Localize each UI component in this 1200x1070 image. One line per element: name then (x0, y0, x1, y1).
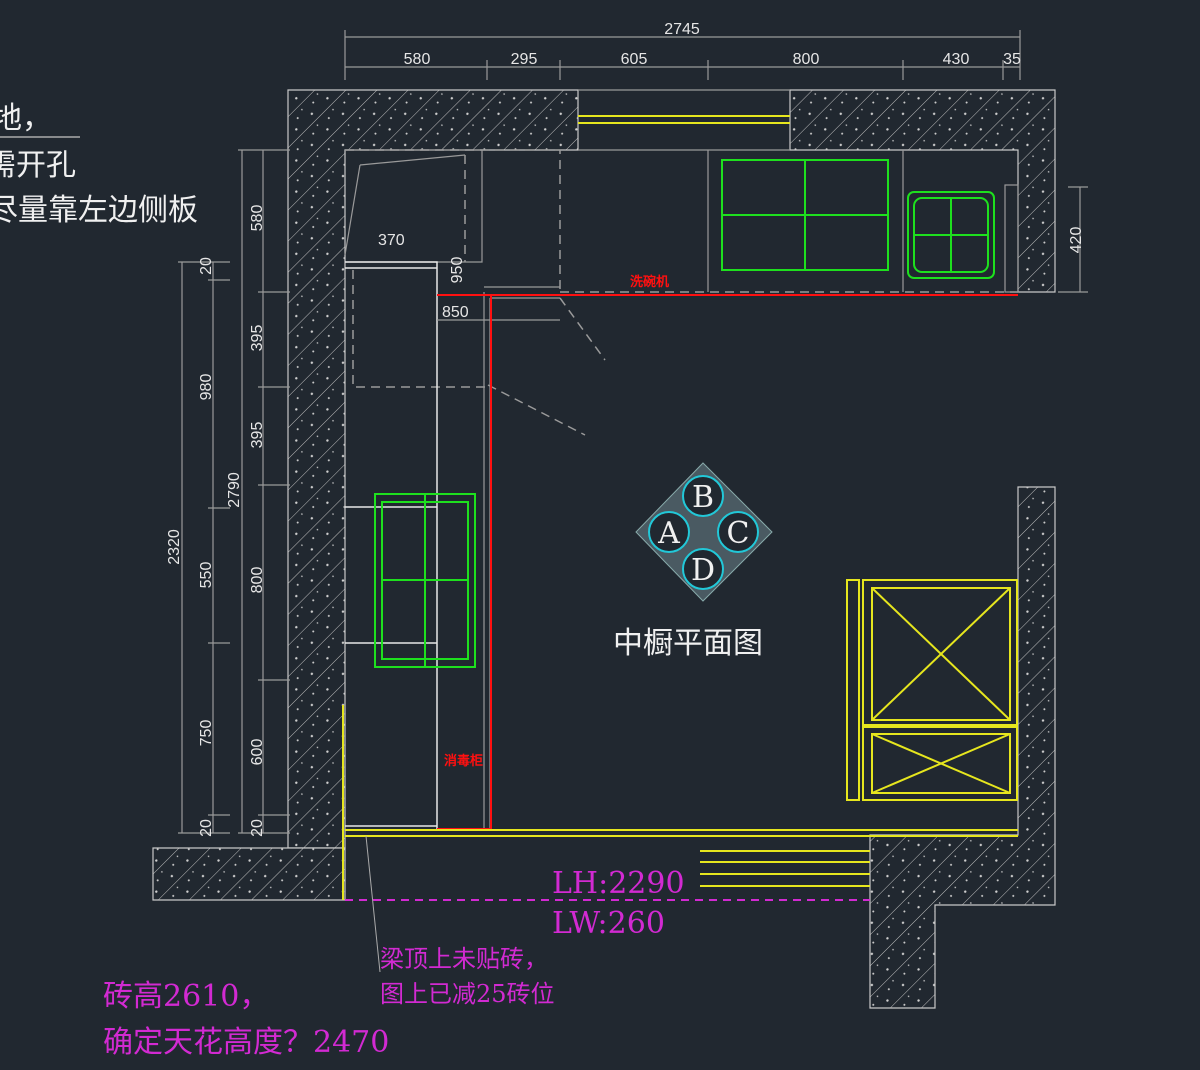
dim: 395 (249, 325, 266, 352)
dishwasher-label: 洗碗机 (630, 274, 669, 290)
left-dimensions: 580 395 395 800 600 20 2790 20 980 550 7… (166, 149, 290, 837)
dim: 20 (249, 819, 266, 837)
dim: 395 (249, 422, 266, 449)
dim: 605 (621, 51, 648, 68)
walls (152, 89, 1056, 1009)
drawing-title: 中橱平面图 (613, 626, 763, 661)
dim: 20 (198, 819, 215, 837)
tile-height-note: 砖高2610， (103, 979, 269, 1014)
dim: 800 (249, 567, 266, 594)
compass-b: B (692, 480, 714, 515)
dim: 950 (449, 257, 466, 284)
dim: 600 (249, 739, 266, 766)
note-line: 地， (0, 101, 52, 136)
dim: 550 (198, 562, 215, 589)
dim-total: 2745 (664, 21, 700, 38)
tall-cabinets (846, 579, 1018, 801)
top-dimensions: 2745 580 295 605 800 430 35 (344, 21, 1021, 80)
beam-lh: LH:2290 (552, 866, 685, 901)
compass-a: A (657, 516, 680, 551)
compass-c: C (727, 516, 750, 551)
appliances-green (374, 159, 995, 668)
dim: 580 (404, 51, 431, 68)
dim-total: 2320 (166, 529, 183, 565)
dim: 980 (198, 374, 215, 401)
beam-lw: LW:260 (552, 906, 665, 941)
dim: 750 (198, 720, 215, 747)
compass-d: D (691, 553, 715, 588)
sink (907, 191, 995, 279)
dim: 800 (793, 51, 820, 68)
beam-note: 图上已减25砖位 (380, 980, 555, 1008)
dim: 850 (442, 304, 469, 321)
dim: 420 (1068, 227, 1085, 254)
dim: 580 (249, 205, 266, 232)
window (578, 89, 790, 151)
dim: 430 (943, 51, 970, 68)
note-line: 尽量靠左边侧板 (0, 193, 198, 228)
compass-icon: B A C D (635, 462, 773, 602)
cabinets (342, 149, 1019, 973)
dim-total: 2790 (226, 472, 243, 508)
dim: 370 (378, 232, 405, 249)
beam-note: 梁顶上未贴砖， (380, 945, 548, 973)
sterilizer-label: 消毒柜 (444, 753, 483, 769)
right-dimension: 420 (1058, 186, 1088, 293)
ceiling-height-note: 确定天花高度？2470 (103, 1025, 389, 1060)
note-line: 需开孔 (0, 148, 76, 183)
dim: 295 (511, 51, 538, 68)
dim: 35 (1003, 51, 1021, 68)
dim: 20 (198, 257, 215, 275)
